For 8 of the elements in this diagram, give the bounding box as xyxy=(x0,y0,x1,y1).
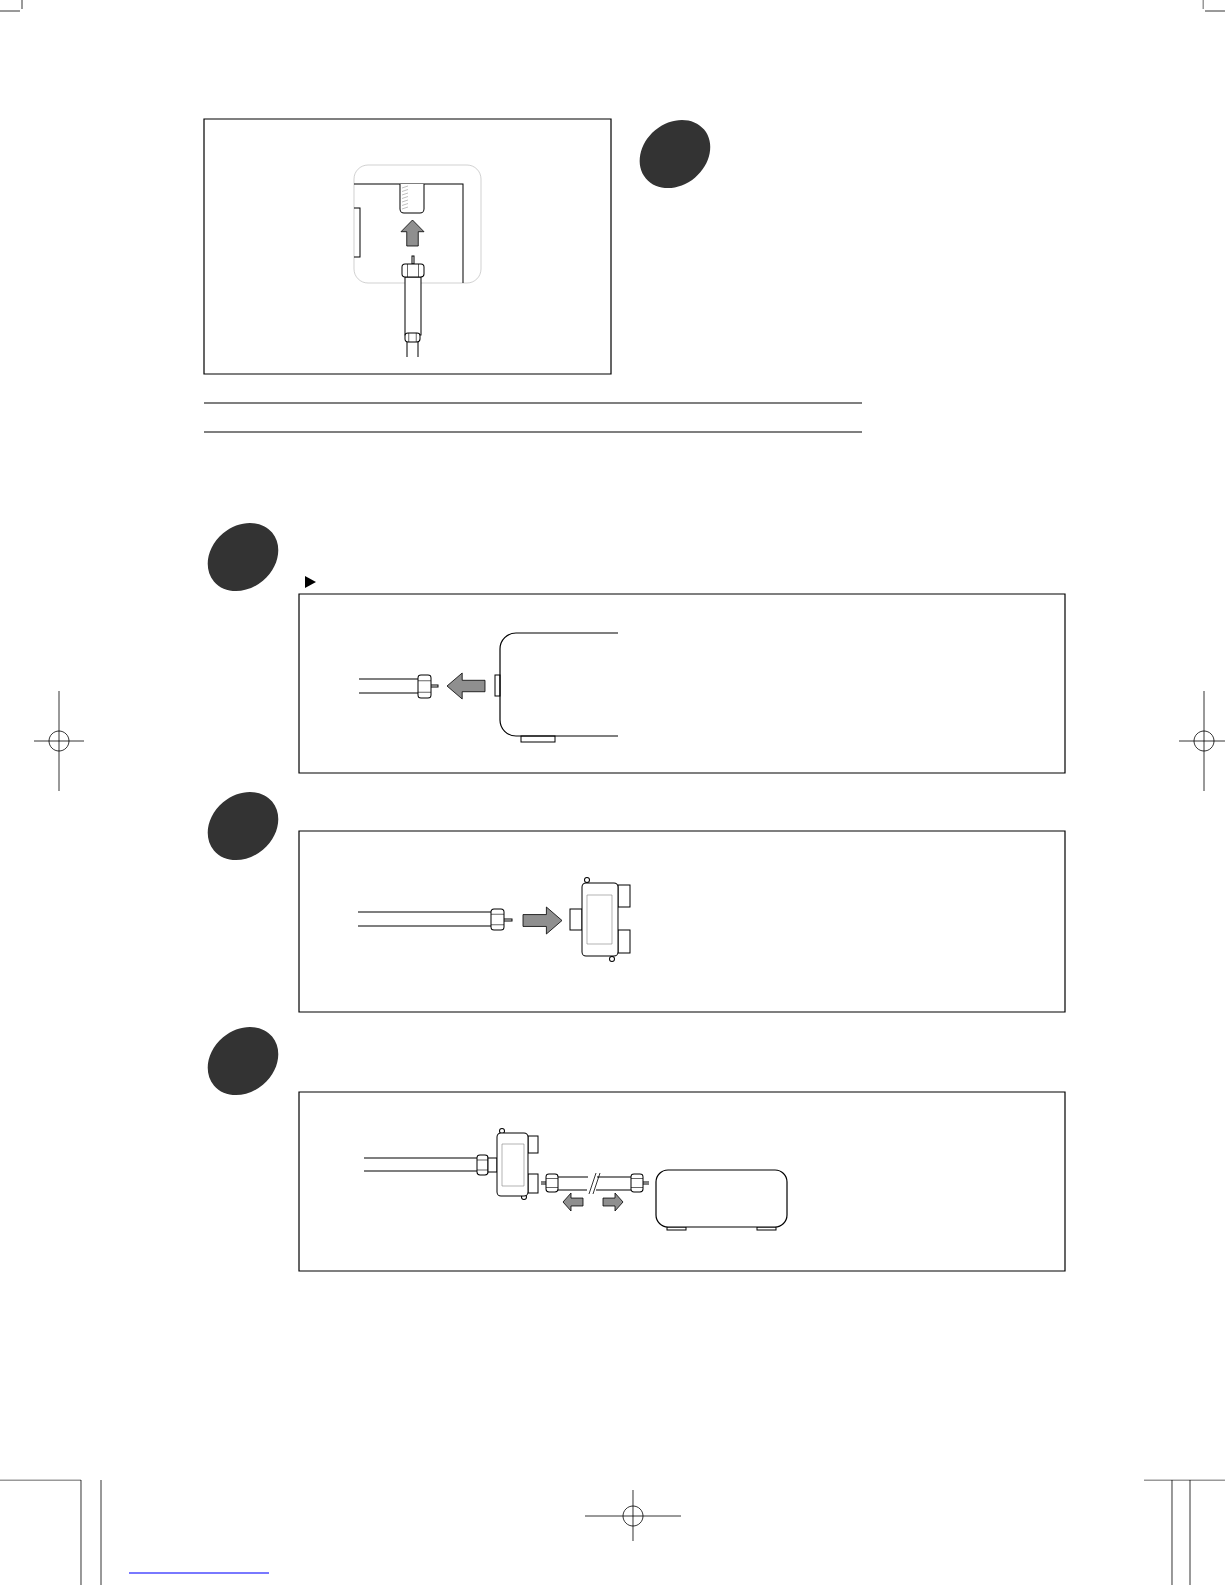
panel-frame xyxy=(298,830,1066,1013)
panel-frame xyxy=(298,1091,1066,1272)
panel-frame xyxy=(298,593,1066,774)
step-badge xyxy=(639,119,711,189)
step-badge xyxy=(207,791,279,861)
step-badge xyxy=(207,1026,279,1096)
panel-frame xyxy=(203,118,612,375)
step-badge xyxy=(207,522,279,592)
